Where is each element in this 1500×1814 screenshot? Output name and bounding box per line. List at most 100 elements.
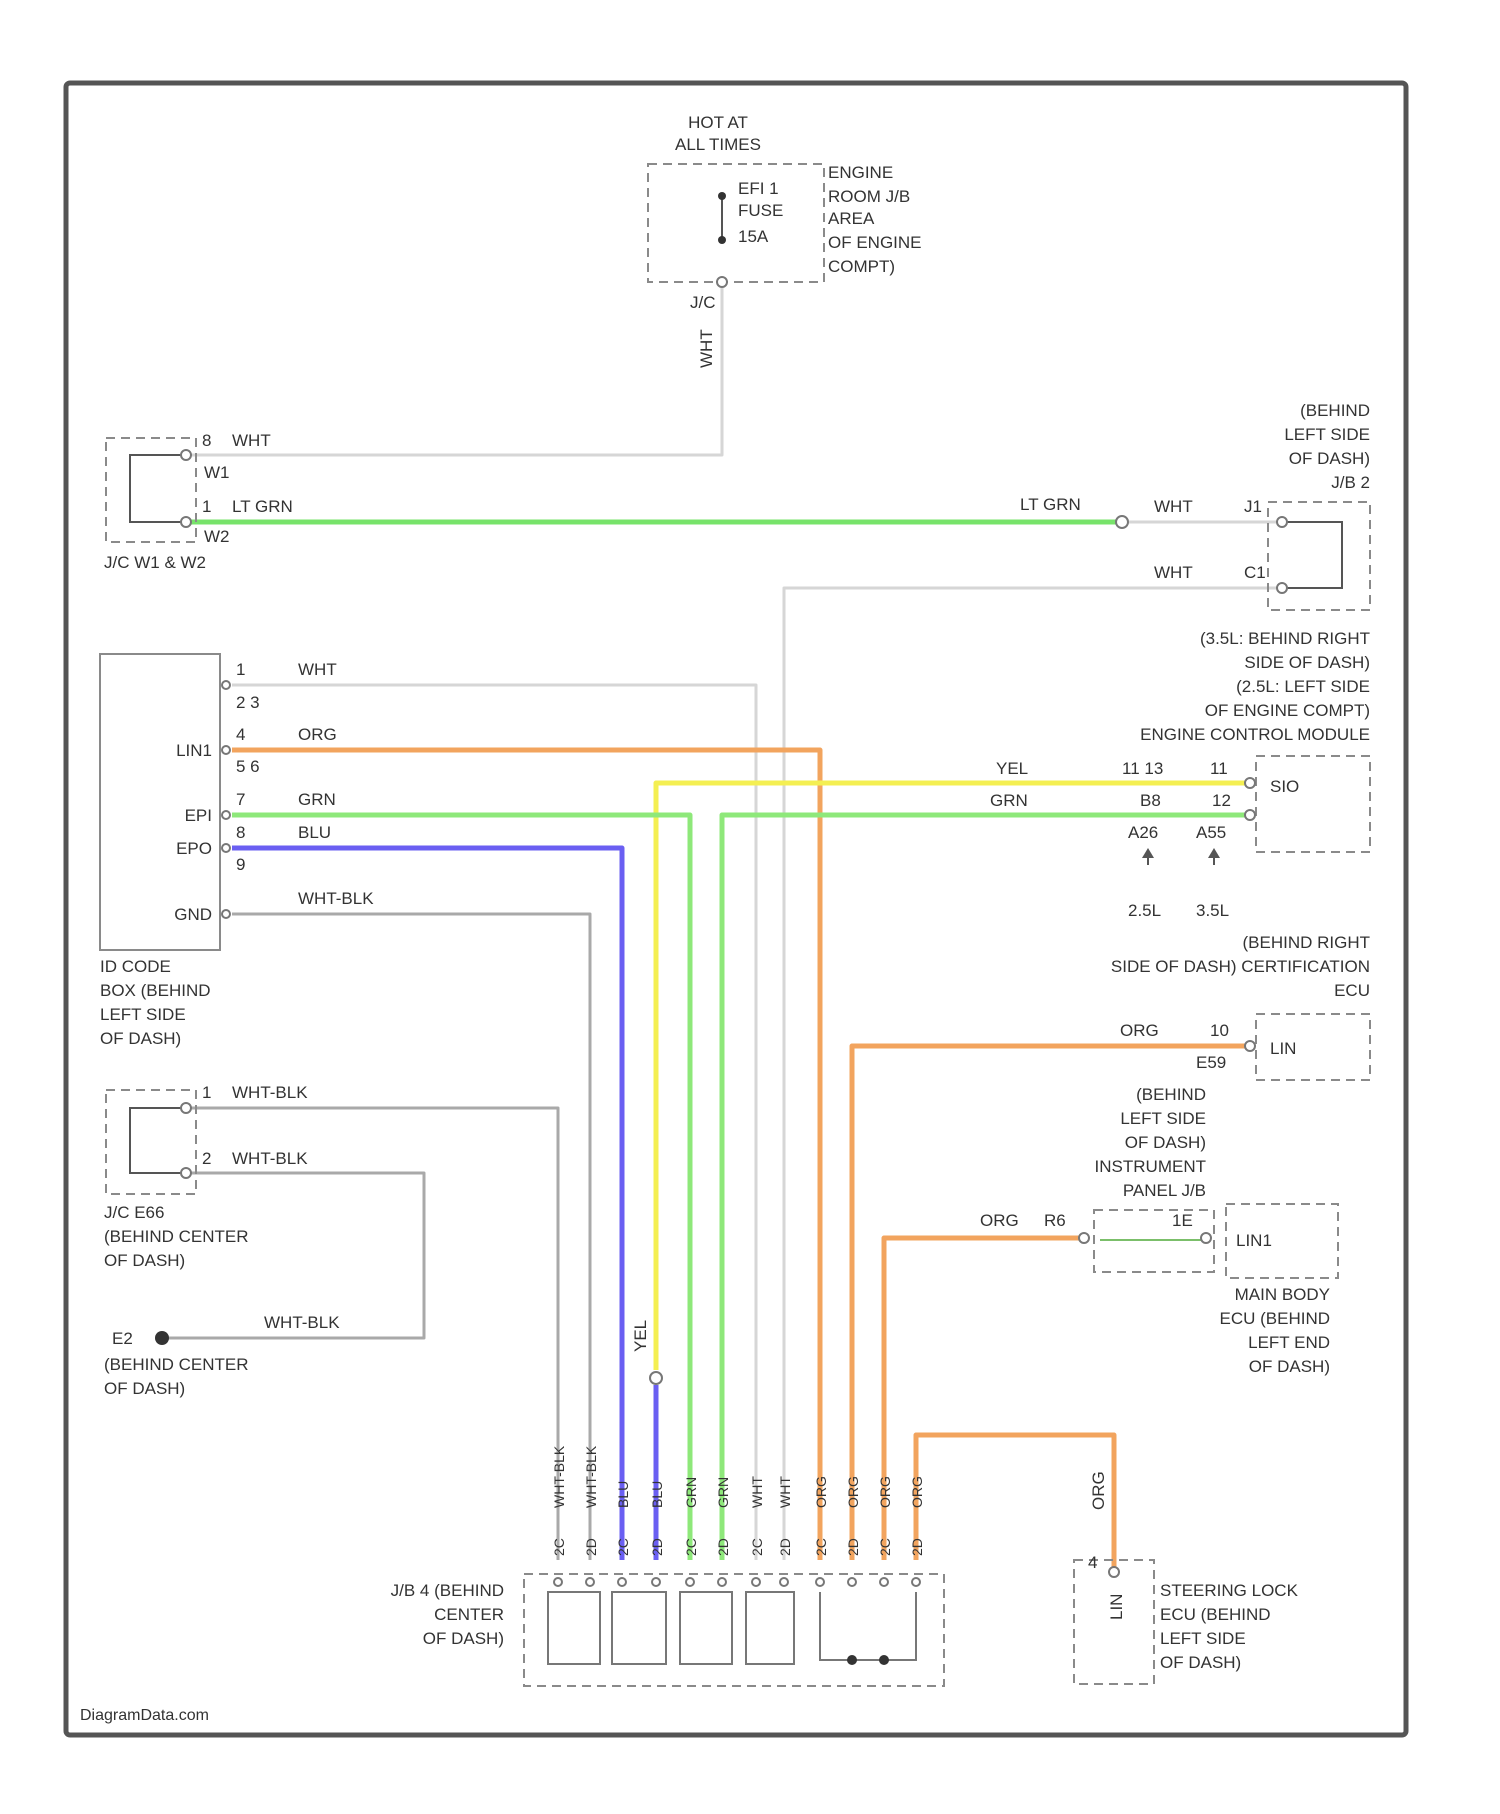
jc-w1-connector: W1 <box>204 463 230 482</box>
jb4-name-2: CENTER <box>434 1605 504 1624</box>
jb4-pin-label: 2C <box>749 1538 765 1556</box>
id-label-gnd: GND <box>174 905 212 924</box>
ground-location-1: (BEHIND CENTER <box>104 1355 249 1374</box>
jc-w-bus <box>130 455 186 522</box>
jb4-wire-label: WHT-BLK <box>551 1445 567 1508</box>
wire-org-idbox <box>232 750 820 1560</box>
steer-box <box>1074 1560 1154 1684</box>
jb4-wire-label: WHT-BLK <box>583 1445 599 1508</box>
id-label-epi: EPI <box>185 806 212 825</box>
steering-lock-ecu: 4 LIN STEERING LOCK ECU (BEHIND LEFT SID… <box>1074 1471 1299 1684</box>
jb4-pin-label: 2D <box>845 1538 861 1556</box>
jb4-terminal <box>912 1578 920 1586</box>
wire-whtblk-jce1 <box>186 1108 558 1560</box>
fuse-rating: 15A <box>738 227 769 246</box>
jb4-wire-label: BLU <box>615 1481 631 1508</box>
jb2-input-wire-label: LT GRN <box>1020 495 1081 514</box>
ipjb-location-4: INSTRUMENT <box>1095 1157 1206 1176</box>
fuse-location-1: ENGINE <box>828 163 893 182</box>
id-pin-5-6: 5 6 <box>236 757 260 776</box>
jb4-terminal <box>718 1578 726 1586</box>
wire-whtblk-gnd <box>232 914 590 1560</box>
cert-wire-label: ORG <box>1120 1021 1159 1040</box>
jb4-bus-dot-1 <box>847 1655 857 1665</box>
ground-wire-label: WHT-BLK <box>264 1313 340 1332</box>
instrument-panel-jb: (BEHIND LEFT SIDE OF DASH) INSTRUMENT PA… <box>980 1085 1214 1272</box>
fuse-location-3: AREA <box>828 209 875 228</box>
jb2-input-terminal <box>1116 516 1128 528</box>
cert-location-2: SIDE OF DASH) CERTIFICATION <box>1111 957 1370 976</box>
id-name-1: ID CODE <box>100 957 171 976</box>
jc-w2-pin: 1 <box>202 497 211 516</box>
fuse-location-4: OF ENGINE <box>828 233 922 252</box>
jb4: J/B 4 (BEHIND CENTER OF DASH) WHT-BLK2CW… <box>391 1445 944 1686</box>
jb4-columns: WHT-BLK2CWHT-BLK2DBLU2CBLU2DGRN2CGRN2DWH… <box>548 1445 925 1664</box>
ecm-connector-a: A26 <box>1128 823 1158 842</box>
ecm-engine-b: 3.5L <box>1196 901 1229 920</box>
jb4-wire-label: GRN <box>683 1477 699 1508</box>
id-wire-grn-label: GRN <box>298 790 336 809</box>
jb2-j1-wire-label: WHT <box>1154 497 1193 516</box>
id-pin-7: 7 <box>236 790 245 809</box>
ecm-yel-pin-a: 11 13 <box>1122 759 1163 778</box>
jb4-terminal <box>880 1578 888 1586</box>
jb4-terminal <box>752 1578 760 1586</box>
jb4-wire-label: ORG <box>877 1476 893 1508</box>
ipjb-location-1: (BEHIND <box>1136 1085 1206 1104</box>
ecm-pin-label: SIO <box>1270 777 1299 796</box>
jb2-name: J/B 2 <box>1331 473 1370 492</box>
jc-e-wire-2-label: WHT-BLK <box>232 1149 308 1168</box>
jb4-wire-label: WHT <box>749 1476 765 1508</box>
jc-e-pin-1: 1 <box>202 1083 211 1102</box>
jb4-internal-loop <box>746 1592 794 1664</box>
jc-w1-w2: 8 1 W1 W2 J/C W1 & W2 WHT LT GRN <box>104 431 293 572</box>
steer-terminal <box>1109 1567 1119 1577</box>
jb4-name-3: OF DASH) <box>423 1629 504 1648</box>
jb4-internal-loop <box>548 1592 600 1664</box>
jb4-terminal <box>586 1578 594 1586</box>
id-terminal-1 <box>222 681 230 689</box>
id-terminal-8 <box>222 844 230 852</box>
fuse-hot-label: HOT AT <box>688 113 748 132</box>
jb4-internal-loop <box>612 1592 666 1664</box>
cert-terminal <box>1245 1041 1255 1051</box>
jb4-terminal <box>686 1578 694 1586</box>
jc-e-terminal-2 <box>181 1168 191 1178</box>
wire-org-steer <box>916 1435 1114 1570</box>
yel-drop-label: YEL <box>631 1320 650 1352</box>
jc-e-terminal-1 <box>181 1103 191 1113</box>
ecm-yel-pin-b: 11 <box>1210 759 1228 778</box>
jc-w2-wire-label: LT GRN <box>232 497 293 516</box>
jb2-j1-terminal <box>1277 517 1287 527</box>
jc-w1-wire-label: WHT <box>232 431 271 450</box>
fuse-connector-terminal <box>717 277 727 287</box>
id-pin-2-3: 2 3 <box>236 693 260 712</box>
steer-name-1: STEERING LOCK <box>1160 1581 1299 1600</box>
jb4-terminal <box>652 1578 660 1586</box>
wires <box>162 280 1278 1570</box>
ipjb-pin: 1E <box>1172 1211 1193 1230</box>
ipjb-connector: R6 <box>1044 1211 1066 1230</box>
jb2-location-3: OF DASH) <box>1289 449 1370 468</box>
jc-e66: 1 2 J/C E66 (BEHIND CENTER OF DASH) WHT-… <box>104 1083 308 1270</box>
id-pin-1: 1 <box>236 660 245 679</box>
fuse-block: HOT AT ALL TIMES EFI 1 FUSE 15A ENGINE R… <box>648 113 922 368</box>
steer-name-3: LEFT SIDE <box>1160 1629 1246 1648</box>
mainbody-name-3: LEFT END <box>1248 1333 1330 1352</box>
id-label-epo: EPO <box>176 839 212 858</box>
ipjb-terminal-out <box>1201 1233 1211 1243</box>
wire-wht-fuse <box>186 280 722 455</box>
fuse-hot-label-2: ALL TIMES <box>675 135 761 154</box>
ecm-location-3: (2.5L: LEFT SIDE <box>1236 677 1370 696</box>
ecm-location-1: (3.5L: BEHIND RIGHT <box>1200 629 1370 648</box>
jb4-terminal <box>848 1578 856 1586</box>
ipjb-location-2: LEFT SIDE <box>1120 1109 1206 1128</box>
wire-yel-ecm <box>656 783 1246 1370</box>
jc-e-location-1: (BEHIND CENTER <box>104 1227 249 1246</box>
cert-lin-label: LIN <box>1270 1039 1296 1058</box>
jb4-terminal <box>780 1578 788 1586</box>
jb4-terminal <box>816 1578 824 1586</box>
yel-blu-splice <box>650 1372 662 1384</box>
jc-w1-terminal <box>181 450 191 460</box>
jc-w-name: J/C W1 & W2 <box>104 553 206 572</box>
